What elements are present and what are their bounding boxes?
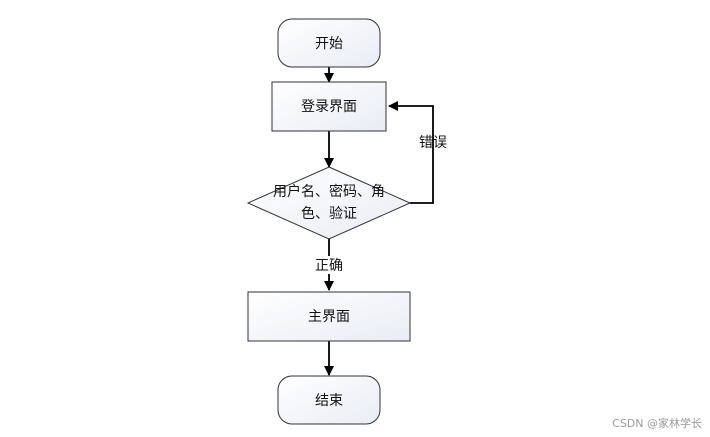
end-node xyxy=(277,375,381,425)
verify-decision-node xyxy=(246,166,412,240)
watermark: CSDN @家林学长 xyxy=(612,417,702,430)
login-node xyxy=(271,81,387,132)
correct-label-bg xyxy=(308,256,350,274)
end-node-label: 结束 xyxy=(315,393,343,409)
verify-node-label-line2: 色、验证 xyxy=(301,205,357,222)
start-node-label: 开始 xyxy=(315,36,343,52)
correct-label: 正确 xyxy=(315,258,343,274)
main-node xyxy=(247,291,411,342)
verify-node-label-line1: 用户名、密码、角 xyxy=(273,183,385,200)
arrow-error-loop xyxy=(388,101,434,204)
main-node-label: 主界面 xyxy=(308,309,350,325)
error-label: 错误 xyxy=(419,135,447,151)
login-node-label: 登录界面 xyxy=(301,99,357,115)
start-node xyxy=(277,18,381,68)
